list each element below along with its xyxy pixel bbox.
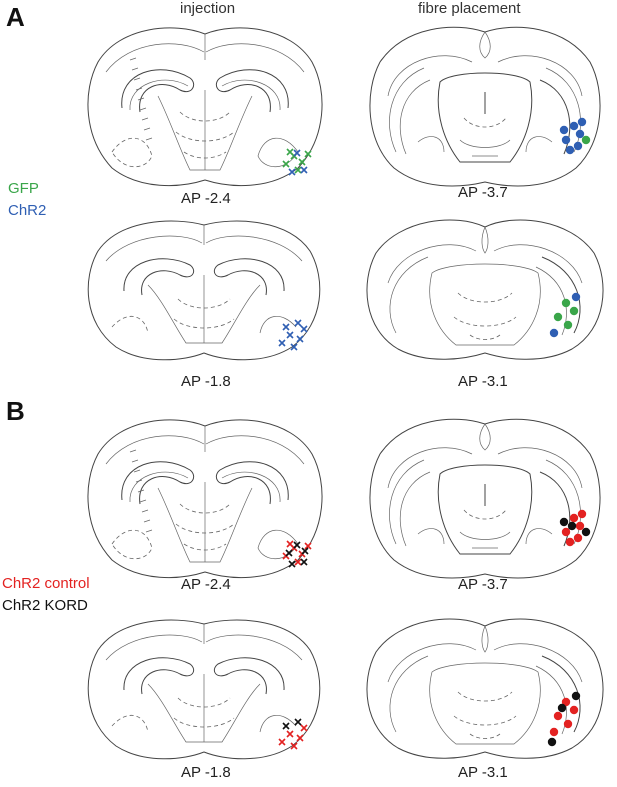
chr2-fibre-marker (571, 292, 581, 302)
legend-chr2-control: ChR2 control (2, 575, 90, 592)
ap-label: AP -3.1 (458, 764, 508, 781)
chr2-kord-injection-marker (294, 718, 302, 726)
column-header-injection: injection (180, 0, 236, 17)
chr2-control-fibre-marker (569, 705, 579, 715)
chr2-control-fibre-marker (549, 727, 559, 737)
chr2-control-injection-marker (278, 738, 286, 746)
brain-section-a-injection-caudal (87, 27, 323, 186)
chr2-fibre-marker (561, 135, 571, 145)
chr2-kord-fibre-marker (557, 703, 567, 713)
chr2-kord-fibre-marker (547, 737, 557, 747)
chr2-injection-marker (296, 335, 304, 343)
chr2-kord-injection-marker (282, 722, 290, 730)
gfp-fibre-marker (581, 135, 591, 145)
legend-chr2-kord: ChR2 KORD (2, 597, 88, 614)
chr2-injection-marker (300, 325, 308, 333)
ap-label: AP -1.8 (181, 764, 231, 781)
chr2-kord-fibre-marker (559, 517, 569, 527)
chr2-control-fibre-marker (561, 527, 571, 537)
chr2-fibre-marker (565, 145, 575, 155)
legend-chr2: ChR2 (8, 202, 47, 219)
chr2-kord-fibre-marker (571, 691, 581, 701)
gfp-injection-marker (298, 158, 306, 166)
chr2-injection-marker (286, 331, 294, 339)
chr2-control-fibre-marker (573, 533, 583, 543)
brain-section-b-injection-caudal (87, 419, 323, 578)
chr2-fibre-marker (549, 328, 559, 338)
gfp-fibre-marker (553, 312, 563, 322)
chr2-control-injection-marker (300, 724, 308, 732)
chr2-kord-injection-marker (301, 547, 309, 555)
ap-label: AP -3.1 (458, 373, 508, 390)
chr2-control-fibre-marker (577, 509, 587, 519)
chr2-control-injection-marker (296, 734, 304, 742)
chr2-control-fibre-marker (575, 521, 585, 531)
gfp-injection-marker (282, 160, 290, 168)
chr2-control-fibre-marker (569, 513, 579, 523)
brain-section-a-fibre-rostral (366, 219, 604, 360)
chr2-control-fibre-marker (565, 537, 575, 547)
chr2-fibre-marker (577, 117, 587, 127)
chr2-control-injection-marker (304, 542, 312, 550)
chr2-fibre-marker (569, 121, 579, 131)
chr2-injection-marker (290, 343, 298, 351)
gfp-injection-marker (294, 166, 302, 174)
chr2-fibre-marker (559, 125, 569, 135)
chr2-control-fibre-marker (553, 711, 563, 721)
chr2-injection-marker (293, 149, 301, 157)
column-header-fibre-placement: fibre placement (418, 0, 521, 17)
chr2-kord-injection-marker (293, 541, 301, 549)
brain-section-b-fibre-caudal (369, 418, 601, 579)
brain-section-b-fibre-rostral (366, 618, 604, 759)
chr2-injection-marker (300, 166, 308, 174)
chr2-control-injection-marker (286, 540, 294, 548)
ap-label: AP -3.7 (458, 184, 508, 201)
chr2-kord-injection-marker (285, 549, 293, 557)
chr2-fibre-marker (573, 141, 583, 151)
panel-label-a: A (6, 2, 25, 32)
ap-label: AP -2.4 (181, 190, 231, 207)
chr2-injection-marker (278, 339, 286, 347)
chr2-injection-marker (288, 168, 296, 176)
chr2-kord-fibre-marker (567, 521, 577, 531)
brain-section-a-fibre-caudal (369, 26, 601, 187)
gfp-fibre-marker (563, 320, 573, 330)
legend-gfp: GFP (8, 180, 39, 197)
ap-label: AP -3.7 (458, 576, 508, 593)
chr2-kord-injection-marker (288, 560, 296, 568)
gfp-injection-marker (286, 148, 294, 156)
brain-section-a-injection-rostral (87, 220, 321, 361)
gfp-fibre-marker (561, 298, 571, 308)
gfp-injection-marker (304, 150, 312, 158)
chr2-control-fibre-marker (561, 697, 571, 707)
ap-label: AP -1.8 (181, 373, 231, 390)
chr2-fibre-marker (575, 129, 585, 139)
brain-section-b-injection-rostral (87, 619, 321, 760)
chr2-injection-marker (282, 323, 290, 331)
gfp-fibre-marker (569, 306, 579, 316)
chr2-injection-marker (294, 319, 302, 327)
chr2-control-fibre-marker (563, 719, 573, 729)
chr2-control-injection-marker (290, 742, 298, 750)
chr2-control-injection-marker (286, 730, 294, 738)
panel-label-b: B (6, 396, 25, 426)
ap-label: AP -2.4 (181, 576, 231, 593)
chr2-kord-fibre-marker (581, 527, 591, 537)
chr2-control-injection-marker (294, 558, 302, 566)
chr2-kord-injection-marker (300, 558, 308, 566)
